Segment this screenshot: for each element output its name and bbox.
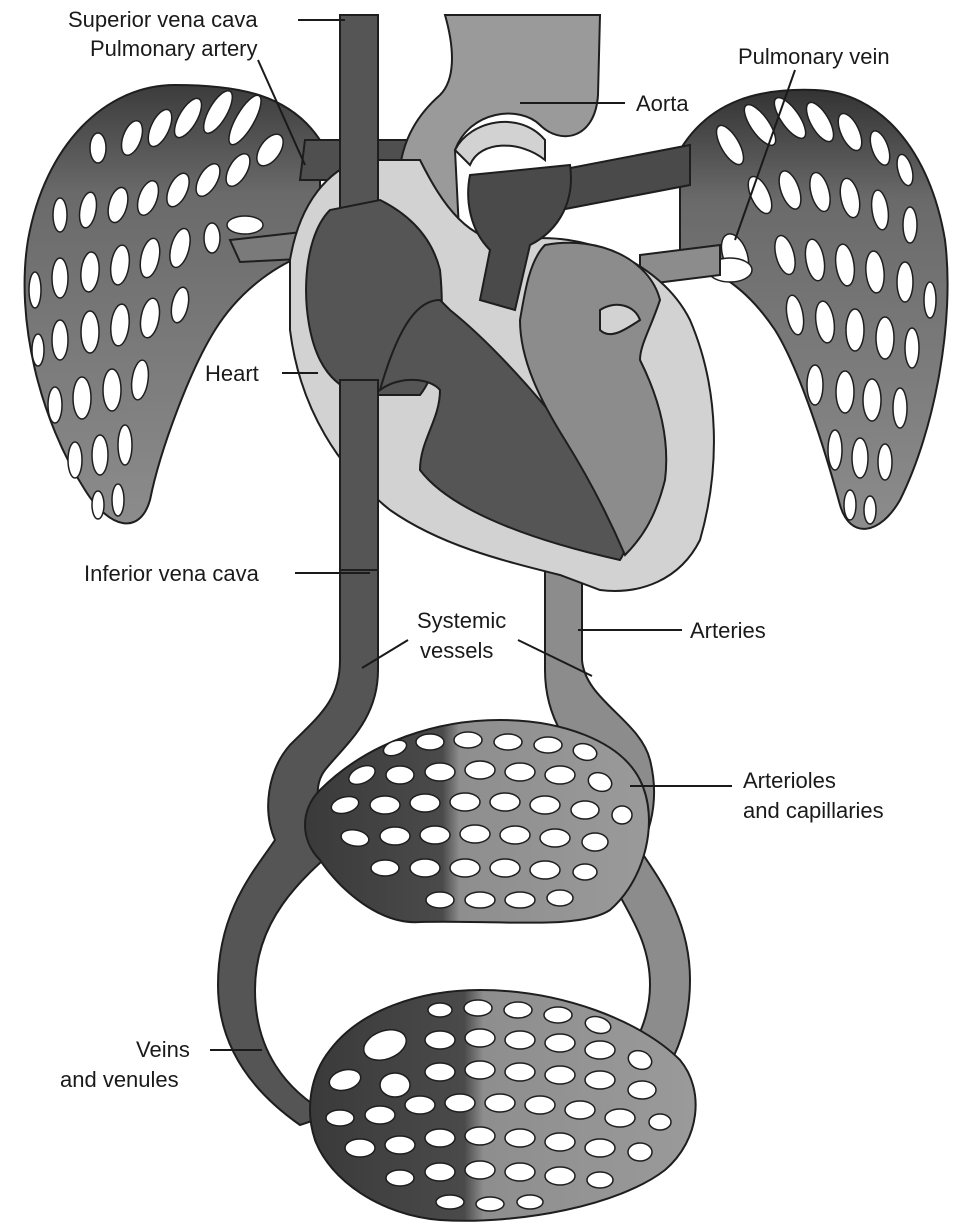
superior-vena-cava <box>340 15 378 220</box>
inferior-vena-cava <box>340 380 378 570</box>
pulmonary-branch-right <box>560 145 690 210</box>
label-systemic-vessels-line1: Systemic <box>417 608 506 633</box>
label-arteries: Arteries <box>690 618 766 643</box>
label-pulmonary-vein: Pulmonary vein <box>738 44 890 69</box>
label-heart: Heart <box>205 361 259 386</box>
label-arterioles-line1: Arterioles <box>743 768 836 793</box>
upper-capillary-bed <box>305 720 649 923</box>
label-systemic-vessels-line2: vessels <box>420 638 493 663</box>
lower-capillary-bed <box>310 990 696 1221</box>
left-lung <box>25 85 320 523</box>
label-aorta: Aorta <box>636 91 689 116</box>
label-pulmonary-artery: Pulmonary artery <box>90 36 258 61</box>
label-superior-vena-cava: Superior vena cava <box>68 7 258 32</box>
label-arterioles-line2: and capillaries <box>743 798 884 823</box>
label-veins-line2: and venules <box>60 1067 179 1092</box>
right-lung <box>680 90 948 529</box>
label-inferior-vena-cava: Inferior vena cava <box>84 561 260 586</box>
label-veins-line1: Veins <box>136 1037 190 1062</box>
